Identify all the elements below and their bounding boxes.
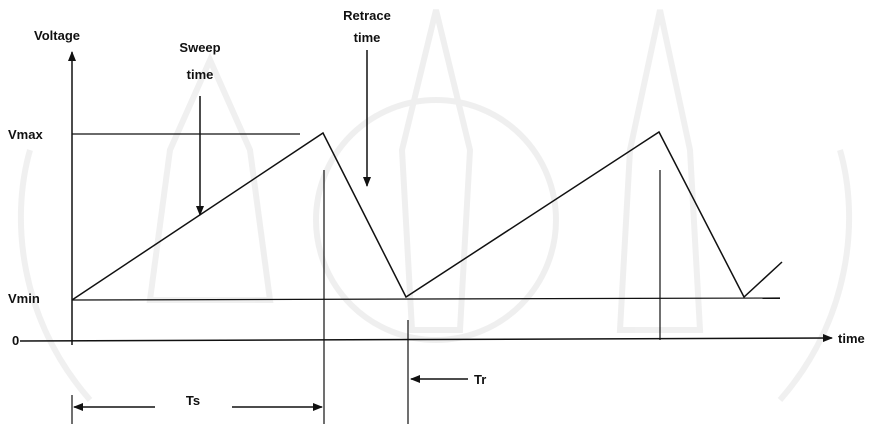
voltage-axis-label: Voltage: [34, 28, 80, 43]
tr-label: Tr: [474, 372, 486, 387]
time-axis-label: time: [838, 331, 865, 346]
sweep-time-label-line2: time: [187, 67, 214, 82]
zero-label: 0: [12, 333, 19, 348]
retrace-time-label-line1: Retrace: [343, 8, 391, 23]
sawtooth-waveform: [72, 132, 782, 300]
temple-seal-watermark-icon: [21, 10, 849, 400]
ts-label: Ts: [186, 393, 200, 408]
retrace-time-label-line2: time: [354, 30, 381, 45]
sweep-time-label-line1: Sweep: [179, 40, 220, 55]
vmin-label: Vmin: [8, 291, 40, 306]
vmax-label: Vmax: [8, 127, 43, 142]
